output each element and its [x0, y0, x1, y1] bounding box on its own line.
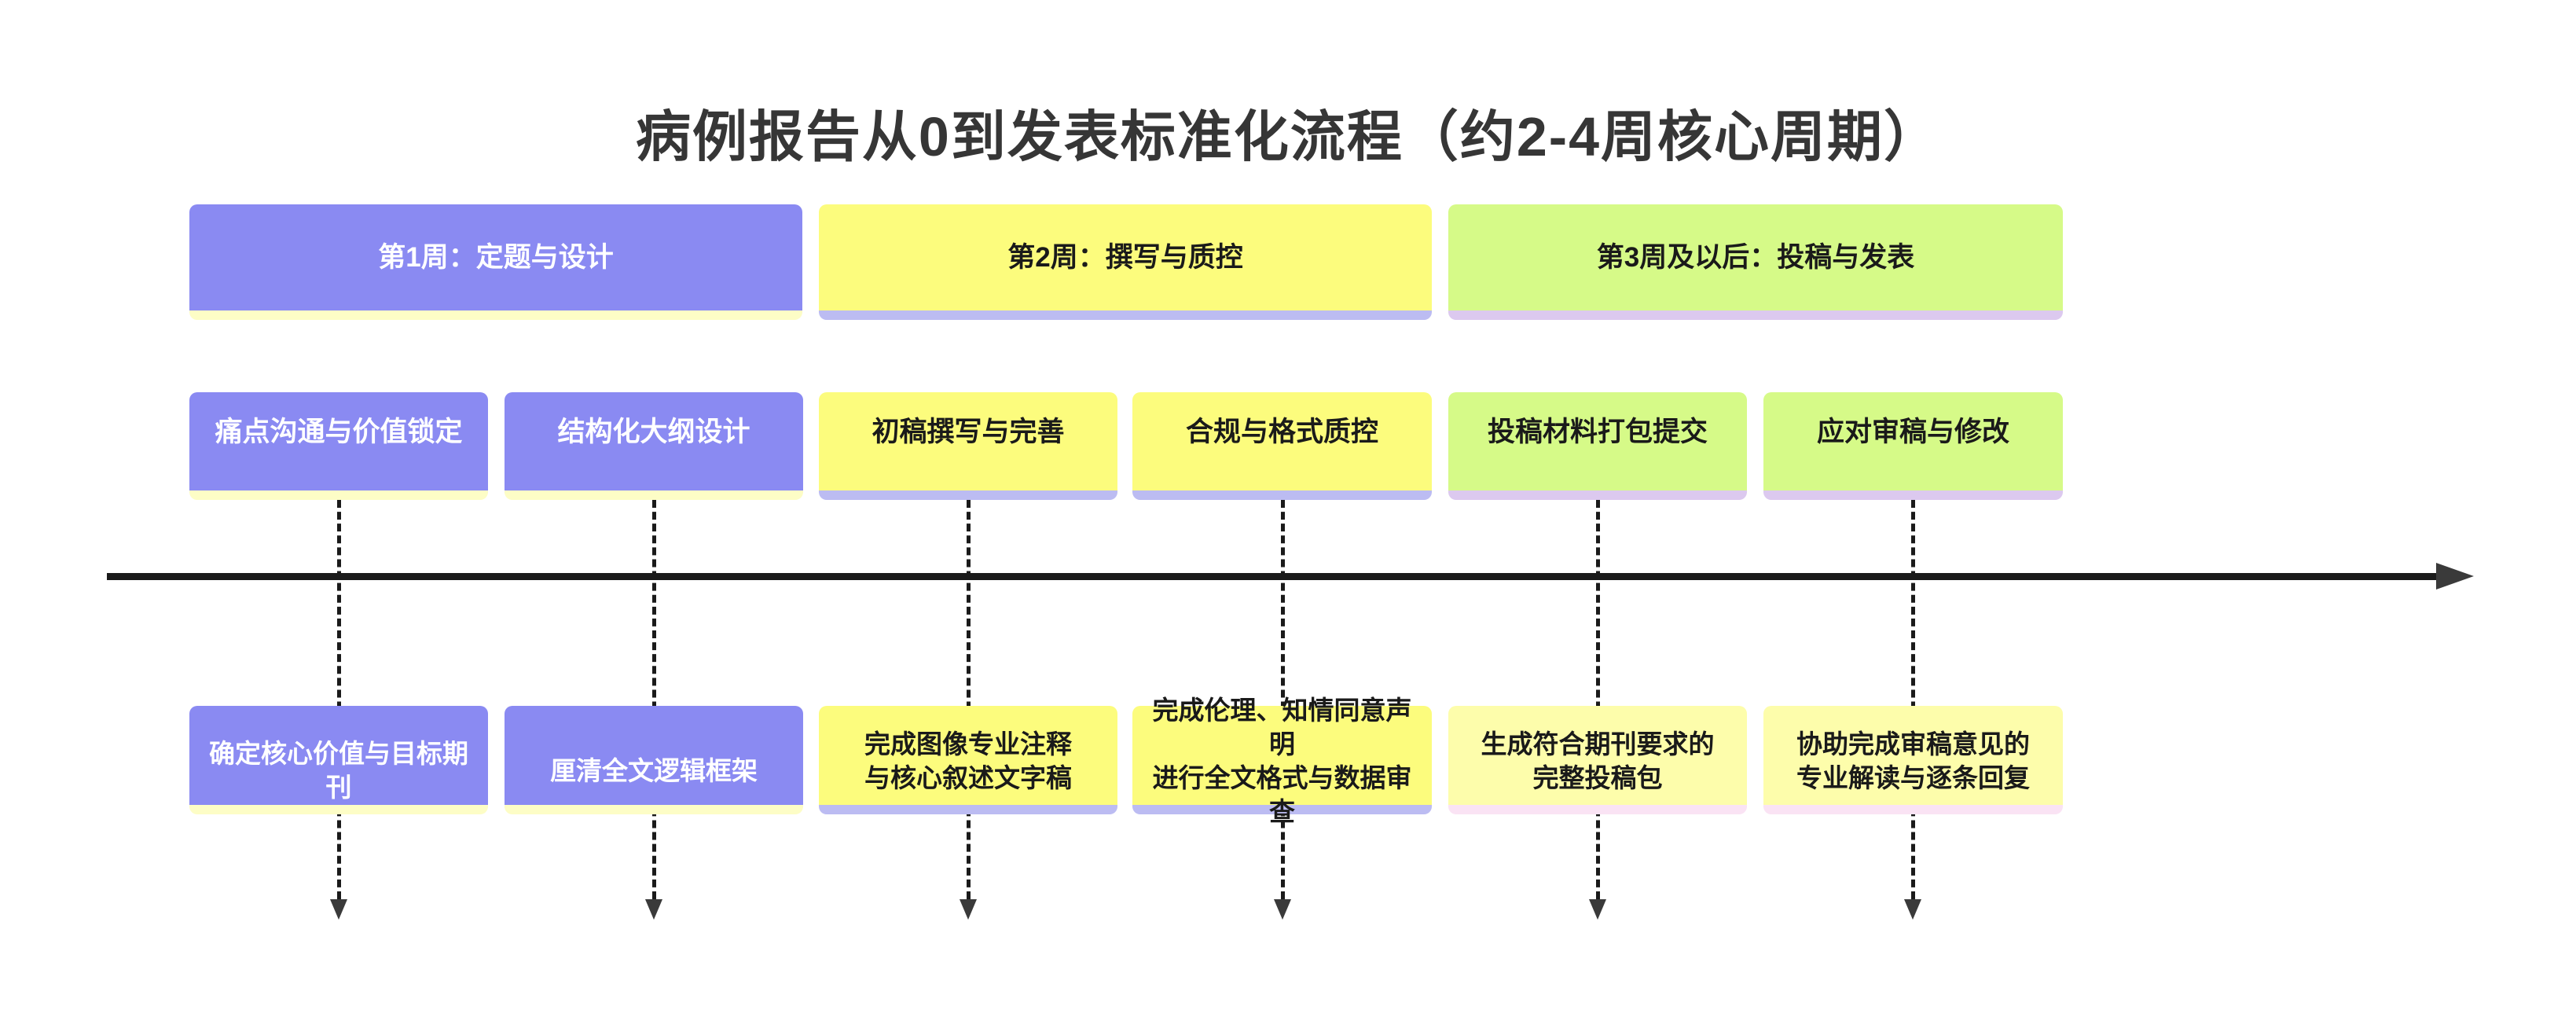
outcome-box-core-value: 确定核心价值与目标期刊: [189, 706, 488, 814]
phase-header-week1-label: 第1周：定题与设计: [378, 241, 614, 273]
outcome-box-image-annotation-label: 完成图像专业注释 与核心叙述文字稿: [864, 729, 1072, 792]
down-arrowhead-icon-2: [645, 899, 662, 920]
phase-header-week3plus: 第3周及以后：投稿与发表: [1448, 204, 2063, 320]
task-box-pain-point: 痛点沟通与价值锁定: [189, 392, 488, 500]
down-arrowhead-icon-3: [960, 899, 977, 920]
connector-dashed-line-6: [1911, 500, 1915, 899]
outcome-box-core-value-label: 确定核心价值与目标期刊: [209, 739, 468, 802]
outcome-box-reviewer-reply: 协助完成审稿意见的 专业解读与逐条回复: [1763, 706, 2063, 814]
connector-dashed-line-4: [1281, 500, 1285, 899]
outcome-box-full-package: 生成符合期刊要求的 完整投稿包: [1448, 706, 1747, 814]
down-arrowhead-icon-1: [330, 899, 347, 920]
outcome-box-full-package-label: 生成符合期刊要求的 完整投稿包: [1481, 729, 1715, 792]
phase-header-week1: 第1周：定题与设计: [189, 204, 802, 320]
task-box-review-revision-label: 应对审稿与修改: [1816, 416, 2009, 447]
task-box-draft-writing-label: 初稿撰写与完善: [872, 416, 1065, 447]
diagram-title: 病例报告从0到发表标准化流程（约2-4周核心周期）: [635, 106, 1941, 167]
connector-dashed-line-2: [652, 500, 656, 899]
connector-dashed-line-5: [1596, 500, 1600, 899]
task-box-review-revision: 应对审稿与修改: [1763, 392, 2063, 500]
task-box-pain-point-label: 痛点沟通与价值锁定: [215, 416, 463, 447]
outcome-box-ethics-review-label: 完成伦理、知情同意声明 进行全文格式与数据审查: [1152, 696, 1412, 826]
task-box-submission-package: 投稿材料打包提交: [1448, 392, 1747, 500]
outcome-box-ethics-review: 完成伦理、知情同意声明 进行全文格式与数据审查: [1132, 696, 1432, 826]
task-box-compliance-qc: 合规与格式质控: [1132, 392, 1432, 500]
task-box-submission-package-label: 投稿材料打包提交: [1487, 416, 1708, 447]
phase-header-week2-label: 第2周：撰写与质控: [1007, 241, 1243, 273]
outcome-box-logic-framework: 厘清全文逻辑框架: [505, 706, 803, 814]
outcome-box-reviewer-reply-label: 协助完成审稿意见的 专业解读与逐条回复: [1796, 729, 2030, 792]
phase-header-week3plus-label: 第3周及以后：投稿与发表: [1596, 241, 1915, 273]
task-box-outline-design-label: 结构化大纲设计: [557, 416, 750, 447]
timeline-axis: [107, 573, 2441, 580]
task-box-compliance-qc-label: 合规与格式质控: [1185, 416, 1378, 447]
task-box-outline-design: 结构化大纲设计: [505, 392, 803, 500]
task-box-draft-writing: 初稿撰写与完善: [819, 392, 1117, 500]
down-arrowhead-icon-4: [1274, 899, 1291, 920]
phase-header-week2: 第2周：撰写与质控: [819, 204, 1432, 320]
connector-dashed-line-1: [337, 500, 341, 899]
down-arrowhead-icon-5: [1589, 899, 1606, 920]
timeline-arrowhead-icon: [2436, 563, 2474, 590]
outcome-box-logic-framework-label: 厘清全文逻辑框架: [550, 755, 758, 785]
connector-dashed-line-3: [967, 500, 971, 899]
outcome-box-image-annotation: 完成图像专业注释 与核心叙述文字稿: [819, 706, 1117, 814]
down-arrowhead-icon-6: [1904, 899, 1921, 920]
